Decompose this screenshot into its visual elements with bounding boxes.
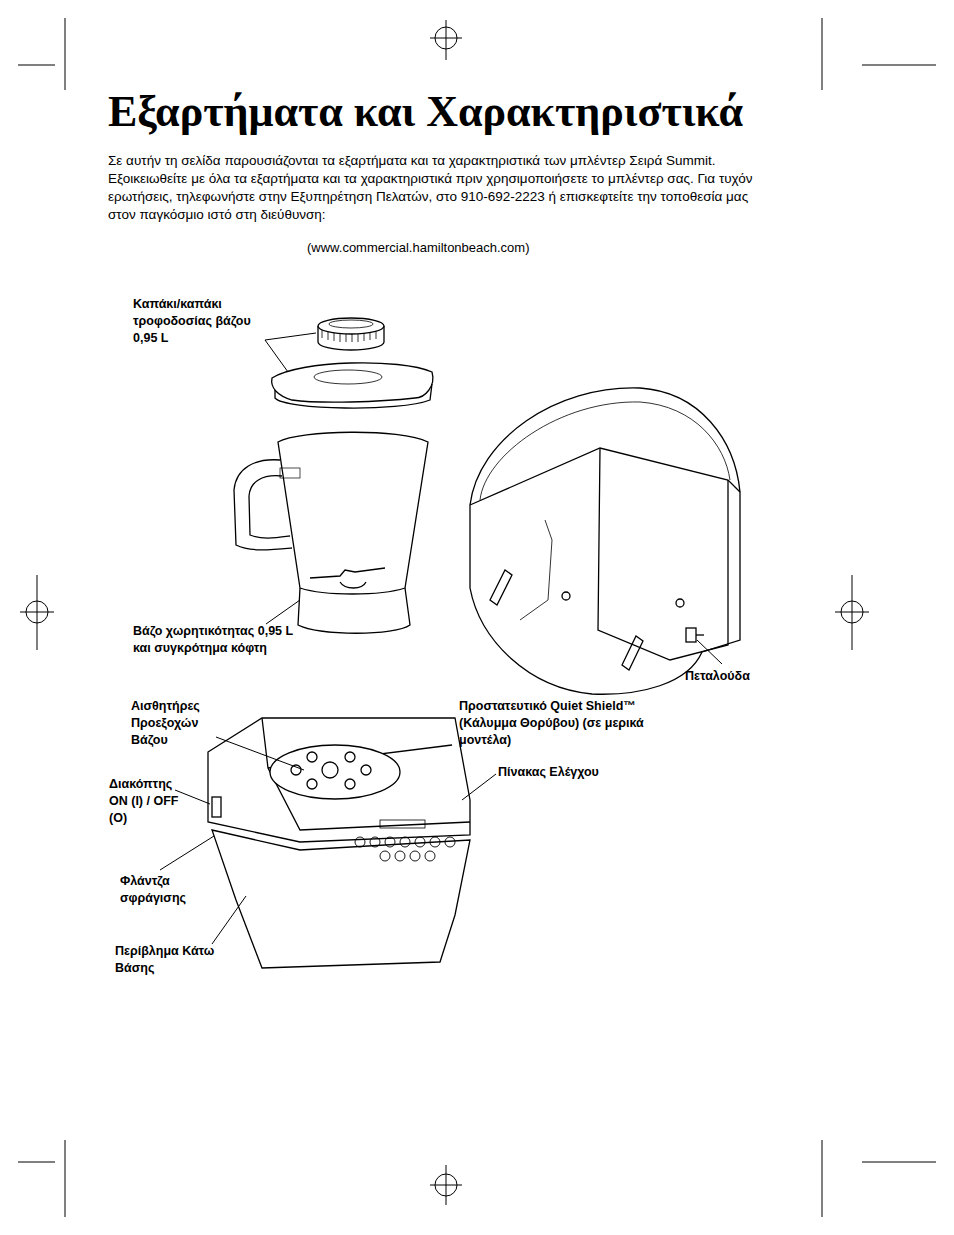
part-label: Διακόπτης ON (I) / OFF (O): [109, 776, 189, 827]
intro-paragraph: Σε αυτήν τη σελίδα παρουσιάζονται τα εξα…: [108, 152, 768, 224]
web-address: (www.commercial.hamiltonbeach.com): [307, 240, 530, 255]
page-title: Εξαρτήματα και Χαρακτηριστικά: [108, 86, 743, 137]
motor-base: [208, 718, 470, 968]
part-label: Βάζο χωρητικότητας 0,95 L και συγκρότημα…: [133, 623, 313, 657]
jar-lid: [272, 363, 433, 408]
leader-lines: [160, 333, 722, 944]
part-label: Καπάκι/καπάκι τροφοδοσίας βάζου 0,95 L: [133, 296, 253, 347]
part-label: Αισθητήρες Προεξοχών Βάζου: [131, 698, 231, 749]
quiet-shield: [470, 388, 740, 694]
part-label: Πίνακας Ελέγχου: [498, 764, 648, 781]
part-label: Φλάντζα σφράγισης: [120, 873, 210, 907]
part-label: Περίβλημα Κάτω Βάσης: [115, 943, 215, 977]
part-label: Πεταλούδα: [685, 668, 785, 685]
feed-cap: [318, 318, 384, 350]
part-label: Προστατευτικό Quiet Shield™ (Κάλυμμα Θορ…: [459, 698, 689, 749]
crop-marks: [18, 18, 936, 1217]
jar: [234, 432, 428, 633]
